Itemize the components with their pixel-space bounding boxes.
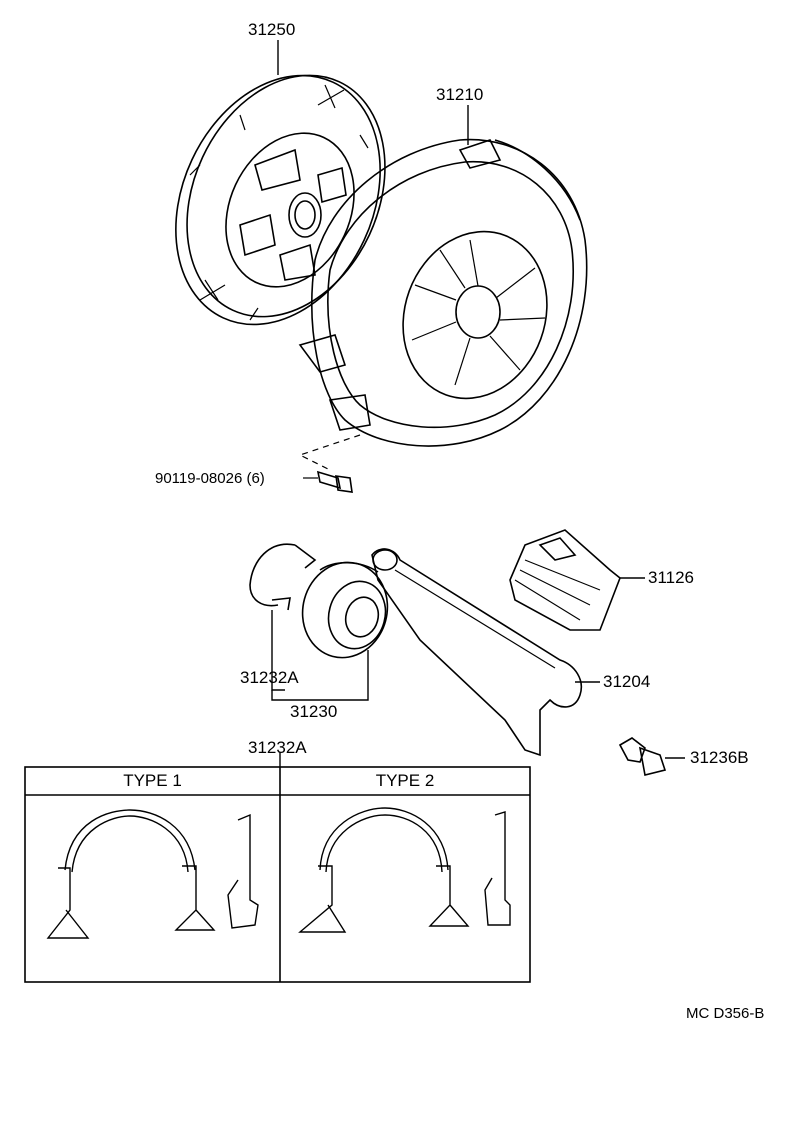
- label-clip-top: 31232A: [240, 668, 299, 687]
- type2-header: TYPE 2: [375, 771, 435, 790]
- label-release-bearing: 31230: [290, 702, 338, 721]
- label-pivot-stud: 31236B: [690, 748, 749, 767]
- label-clip-group: 31232A: [248, 738, 307, 757]
- bolt-dashed-line: [298, 434, 361, 471]
- label-boot: 31126: [648, 568, 695, 587]
- label-bolt: 90119-08026 (6): [155, 470, 265, 487]
- label-clutch-cover: 31210: [436, 85, 484, 104]
- clutch-disc: [175, 74, 386, 326]
- release-bearing: [301, 561, 389, 659]
- release-fork: [371, 548, 582, 757]
- clutch-cover: [298, 138, 588, 447]
- label-release-fork: 31204: [603, 672, 651, 691]
- clip-type-table: [24, 766, 531, 983]
- type1-clip: [46, 809, 259, 939]
- type2-clip: [298, 807, 511, 933]
- drawing-code: MC D356-B: [686, 1005, 765, 1022]
- type1-header: TYPE 1: [123, 771, 182, 790]
- pivot-stud: [618, 737, 667, 776]
- label-clutch-disc: 31250: [248, 20, 296, 39]
- release-fork-boot: [509, 529, 621, 631]
- bolt-part: [316, 470, 353, 493]
- bearing-clip: [249, 543, 317, 611]
- leader-bearing-bracket: [271, 650, 369, 701]
